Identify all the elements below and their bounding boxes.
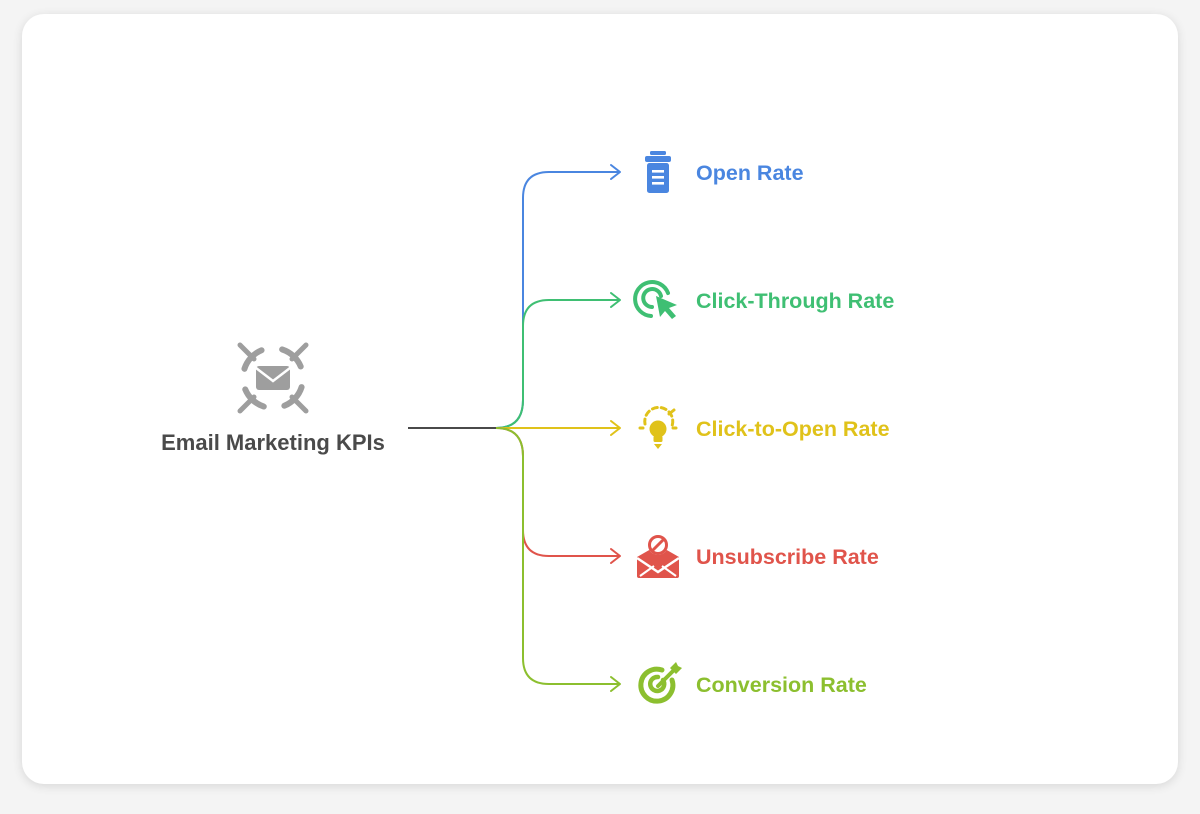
arrowhead-unsubscribe-rate bbox=[610, 548, 621, 564]
envelope-blocked-icon bbox=[636, 535, 680, 578]
connector-conversion-rate bbox=[495, 427, 620, 685]
connector-click-through-rate bbox=[495, 299, 620, 429]
connector-unsubscribe-rate bbox=[495, 427, 620, 557]
diagram-card bbox=[22, 14, 1178, 784]
branch-label-click-through-rate: Click-Through Rate bbox=[696, 289, 894, 313]
lightbulb-icon bbox=[638, 405, 678, 449]
branch-label-click-to-open-rate: Click-to-Open Rate bbox=[696, 417, 890, 441]
branch-label-conversion-rate: Conversion Rate bbox=[696, 673, 867, 697]
branch-label-open-rate: Open Rate bbox=[696, 161, 804, 185]
mailbox-icon bbox=[645, 151, 671, 193]
arrowhead-open-rate bbox=[610, 164, 621, 180]
root-label: Email Marketing KPIs bbox=[161, 430, 385, 455]
arrowhead-click-to-open-rate bbox=[610, 420, 621, 436]
email-target-icon bbox=[237, 342, 309, 414]
arrowhead-conversion-rate bbox=[610, 676, 621, 692]
arrowhead-click-through-rate bbox=[610, 292, 621, 308]
branch-label-unsubscribe-rate: Unsubscribe Rate bbox=[696, 545, 879, 569]
target-arrow-icon bbox=[638, 662, 682, 704]
cursor-click-icon bbox=[633, 280, 677, 319]
